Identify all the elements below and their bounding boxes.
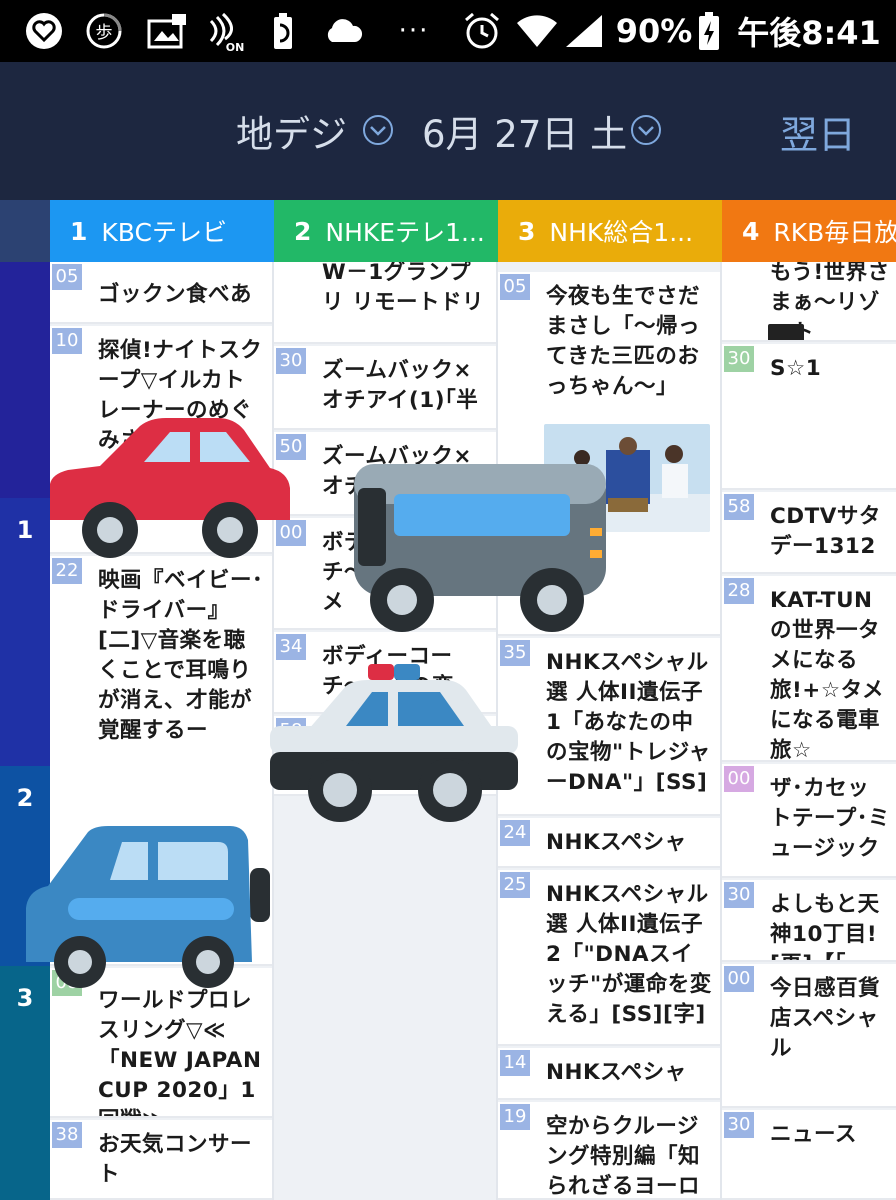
app-header: 地デジ 6月 27日 土 翌日 [0, 62, 896, 200]
program-cell[interactable]: 30 よしもと天神10丁目![再]【「 [722, 880, 896, 962]
battery-percent: 90% [615, 12, 693, 50]
start-minute: 58 [724, 494, 754, 520]
program-cell[interactable]: 30 ニュース [722, 1110, 896, 1200]
start-minute: 10 [52, 328, 82, 354]
step-counter-icon: 歩 [82, 0, 126, 62]
program-cell[interactable]: W－1グランプリ リモートドリ [274, 262, 496, 344]
broadcast-selector[interactable]: 地デジ [236, 113, 347, 156]
program-cell[interactable]: 35 NHKスペシャル選 人体II遺伝子1「あなたの中の宝物"トレジャーDNA"」… [498, 638, 720, 816]
program-title: ズームバック×オチアイ(1)｢半 [322, 358, 479, 413]
program-title: NHKスペシャル選 人体II遺伝子1「あなたの中の宝物"トレジャーDNA"」[S… [546, 650, 711, 795]
nfc-on-icon: ON [204, 0, 250, 62]
start-minute: 30 [276, 348, 306, 374]
program-title: 今日感百貨店スペシャル [770, 976, 881, 1061]
program-cell[interactable]: 28 KAT-TUNの世界一タメになる旅!+☆タメになる電車旅☆ [722, 576, 896, 762]
hour-marker: 1 [0, 498, 50, 766]
program-title: ワールドプロレスリング▽≪「NEW JAPAN CUP 2020」1回戦≫ [98, 988, 262, 1116]
program-cell[interactable]: 24 NHKスペシャ [498, 818, 720, 868]
start-minute: 30 [724, 346, 754, 372]
battery-charging-icon [696, 0, 722, 62]
program-title: よしもと天神10丁目![再]【「 [770, 892, 880, 960]
heart-badge-icon [22, 0, 66, 62]
program-title: お天気コンサート [98, 1132, 253, 1187]
start-minute: 19 [500, 1104, 530, 1130]
start-minute: 05 [52, 264, 82, 290]
start-minute: 00 [724, 966, 754, 992]
nfc-label: ON [226, 41, 245, 53]
program-cell[interactable]: もう!世界さまぁ〜リゾート [722, 262, 896, 342]
alarm-icon [460, 0, 504, 62]
program-cell[interactable]: 00 ザ･カセットテープ･ミュージック [722, 764, 896, 878]
program-cell[interactable]: 30 S☆1 [722, 344, 896, 490]
program-title: CDTVサタデー1312 [770, 504, 881, 559]
chevron-down-icon[interactable] [630, 114, 662, 146]
start-minute: 24 [500, 820, 530, 846]
status-bar: 歩 ON ··· 90% 午後8:41 [0, 0, 896, 62]
more-dots-icon: ··· [398, 16, 430, 46]
program-title: NHKスペシャ [546, 830, 687, 855]
start-minute: 38 [52, 1122, 82, 1148]
program-title: ゴックン食べあ [98, 282, 253, 307]
red-car-icon [50, 418, 290, 558]
chevron-down-icon[interactable] [362, 114, 394, 146]
step-label: 歩 [96, 23, 113, 43]
police-car-icon [270, 664, 518, 822]
start-minute: 00 [276, 520, 306, 546]
hour-marker: 3 [0, 966, 50, 1200]
program-title: 今夜も生でさだまさし「〜帰ってきた三匹のおっちゃん〜」 [546, 284, 701, 399]
gallery-icon [144, 0, 190, 62]
program-title: NHKスペシャル選 人体II遺伝子2「"DNAスイッチ"が運命を変える」[SS]… [546, 882, 712, 1027]
signal-icon [562, 0, 606, 62]
date-selector[interactable]: 6月 27日 土 [422, 113, 628, 156]
program-cell[interactable]: 30 ズームバック×オチアイ(1)｢半 [274, 346, 496, 430]
start-minute: 35 [500, 640, 530, 666]
bus-icon [354, 464, 606, 632]
program-title: ザ･カセットテープ･ミュージック [770, 776, 890, 861]
program-title: NHKスペシャ [546, 1060, 687, 1085]
channel-column-rkb: もう!世界さまぁ〜リゾート 30 S☆1 58 CDTVサタデー1312 28 KAT… [722, 262, 896, 1200]
program-title: S☆1 [770, 356, 822, 381]
program-cell[interactable]: 14 NHKスペシャ [498, 1048, 720, 1100]
start-minute: 00 [724, 766, 754, 792]
program-title: ニュース [770, 1122, 857, 1147]
grid-corner [0, 200, 50, 262]
wifi-icon [514, 0, 560, 62]
start-minute: 28 [724, 578, 754, 604]
start-minute: 22 [52, 558, 82, 584]
program-title: 空からクルージング特別編「知られざるヨーロ [546, 1114, 701, 1199]
program-cell[interactable]: 58 CDTVサタデー1312 [722, 492, 896, 574]
program-cell[interactable]: 25 NHKスペシャル選 人体II遺伝子2「"DNAスイッチ"が運命を変える」[S… [498, 870, 720, 1046]
start-minute: 05 [500, 274, 530, 300]
program-cell[interactable]: 19 空からクルージング特別編「知られざるヨーロ [498, 1102, 720, 1200]
program-cell[interactable]: 00 今日感百貨店スペシャル [722, 964, 896, 1108]
program-title: 映画『ベイビー･ドライバー』[二]▽音楽を聴くことで耳鳴りが消え、才能が覚醒する… [98, 568, 264, 743]
program-cell[interactable]: 05 ゴックン食べあ [50, 262, 272, 324]
cloud-icon [320, 0, 366, 62]
play-icon [768, 324, 804, 340]
start-minute: 30 [724, 882, 754, 908]
program-cell[interactable]: 38 お天気コンサート [50, 1120, 272, 1200]
start-minute: 25 [500, 872, 530, 898]
battery-saver-icon [268, 0, 298, 62]
clock: 午後8:41 [737, 14, 881, 52]
program-cell[interactable]: 08ワールドプロレスリング▽≪「NEW JAPAN CUP 2020」1回戦≫ [50, 968, 272, 1118]
start-minute: 14 [500, 1050, 530, 1076]
next-day-button[interactable]: 翌日 [780, 112, 857, 157]
start-minute: 50 [276, 434, 306, 460]
hour-marker [0, 262, 50, 498]
program-title: W－1グランプリ リモートドリ [322, 262, 484, 315]
start-minute: 30 [724, 1112, 754, 1138]
blue-suv-icon [26, 826, 270, 988]
channel-header-rkb[interactable]: 4RKB毎日放送 [722, 200, 896, 262]
program-title: KAT-TUNの世界一タメになる旅!+☆タメになる電車旅☆ [770, 588, 884, 762]
program-thumbnail [544, 424, 710, 532]
start-minute: 34 [276, 634, 306, 660]
